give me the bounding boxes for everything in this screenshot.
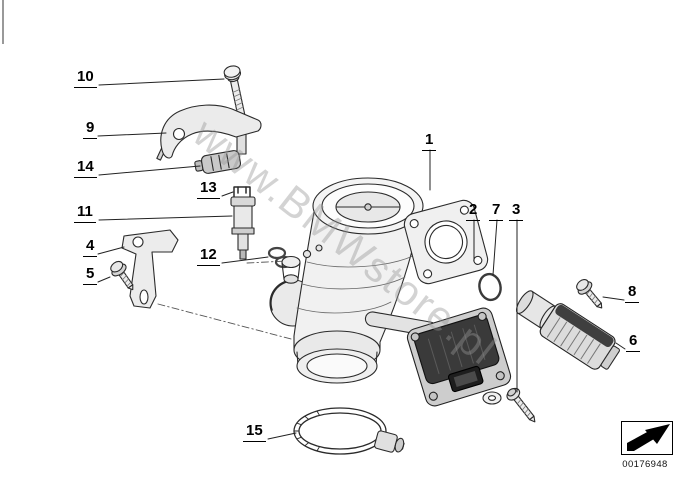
doc-number: 00176948	[622, 459, 668, 470]
screw-bottom-right	[506, 387, 536, 423]
callout-7[interactable]: 7	[489, 202, 504, 221]
callout-3[interactable]: 3	[509, 202, 524, 221]
callout-12[interactable]: 12	[197, 247, 220, 266]
callout-15[interactable]: 15	[243, 423, 266, 442]
actuator-unit	[515, 290, 620, 370]
leader-lines	[97, 78, 626, 440]
mounting-flange	[403, 199, 489, 285]
hose-clamp	[293, 407, 405, 455]
plug-connector	[194, 150, 242, 174]
callout-13[interactable]: 13	[197, 180, 220, 199]
direction-arrow-box	[621, 421, 673, 455]
assembly-axis-lines	[157, 260, 292, 340]
screw-small-left	[110, 260, 134, 291]
holder-bracket	[121, 229, 179, 309]
callout-8[interactable]: 8	[625, 284, 640, 303]
washer	[482, 391, 502, 405]
screw-right	[576, 278, 603, 309]
callout-5[interactable]: 5	[83, 266, 98, 285]
callout-9[interactable]: 9	[83, 120, 98, 139]
callout-4[interactable]: 4	[83, 238, 98, 257]
retaining-clip	[233, 186, 251, 198]
callout-10[interactable]: 10	[74, 69, 97, 88]
direction-arrow-icon	[627, 424, 670, 451]
throttle-body	[269, 177, 424, 384]
sensor-cover	[406, 307, 512, 407]
injector-holder	[156, 104, 262, 161]
callout-1[interactable]: 1	[422, 132, 437, 151]
callout-6[interactable]: 6	[626, 333, 641, 352]
callout-14[interactable]: 14	[74, 159, 97, 178]
gasket-ring	[478, 272, 502, 302]
fuel-injector	[230, 196, 256, 260]
callout-11[interactable]: 11	[74, 204, 96, 223]
callout-2[interactable]: 2	[466, 202, 481, 221]
